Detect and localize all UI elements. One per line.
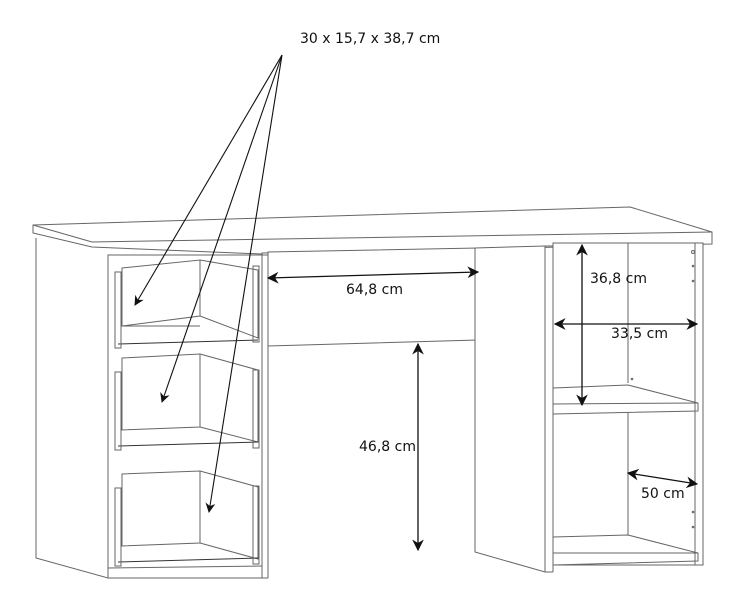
drawer-dimensions-label: 30 x 15,7 x 38,7 cm [300, 31, 441, 47]
drawer-leader-arrows [134, 54, 283, 513]
dimension-arrows [266, 243, 699, 552]
drawer-3 [114, 470, 260, 567]
knee-width-label: 64,8 cm [346, 282, 403, 298]
knee-height-label: 46,8 cm [359, 439, 416, 455]
drawer-1 [114, 259, 260, 349]
shelf-depth-arrow [626, 468, 699, 489]
shelf-width-label: 33,5 cm [611, 326, 668, 342]
shelf-height-label: 36,8 cm [590, 271, 647, 287]
desk-outline [32, 206, 713, 579]
knee-width-arrow [266, 266, 480, 284]
shelf-depth-label: 50 cm [641, 486, 685, 502]
